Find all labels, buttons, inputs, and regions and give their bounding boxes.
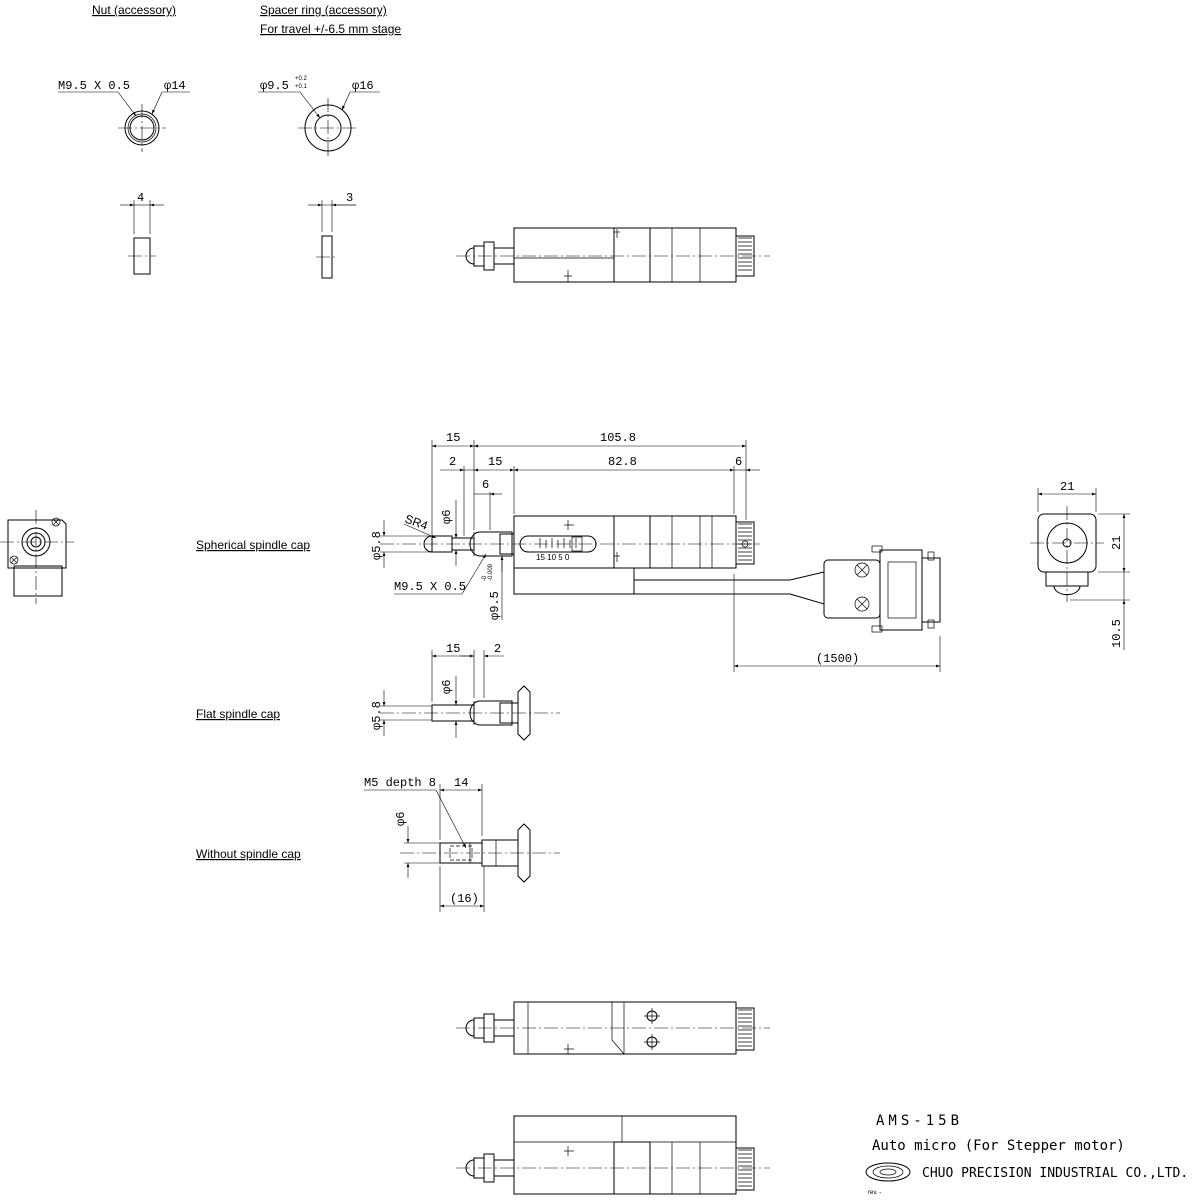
flat-dim-15: 15 bbox=[446, 642, 460, 656]
top-view bbox=[456, 227, 770, 283]
left-end-view bbox=[0, 510, 74, 604]
nut-thread-dim: M9.5 X 0.5 bbox=[58, 79, 130, 93]
wo-dim-phi6: φ6 bbox=[394, 812, 408, 826]
ring-inner-dim: φ9.5 bbox=[260, 79, 289, 93]
flat-spindle-cap-view: Flat spindle cap 15 2 φ6 φ5.8 bbox=[196, 642, 560, 741]
without-spindle-cap-view: Without spindle cap M5 depth 8 14 φ6 (16… bbox=[196, 776, 560, 912]
dim-15-top: 15 bbox=[446, 431, 460, 445]
revision: rev. - bbox=[868, 1190, 881, 1196]
spacer-label: Spacer ring (accessory) bbox=[260, 3, 387, 17]
dim-82-8: 82.8 bbox=[608, 455, 637, 469]
product-description: Auto micro (For Stepper motor) bbox=[872, 1138, 1125, 1154]
dim-6-left: 6 bbox=[482, 478, 489, 492]
flat-label: Flat spindle cap bbox=[196, 707, 280, 721]
title-block: AMS-15B Auto micro (For Stepper motor) C… bbox=[865, 1113, 1188, 1196]
main-front-view: Spherical spindle cap 15 10 5 0 bbox=[196, 431, 941, 672]
wo-dim-m5: M5 depth 8 bbox=[364, 776, 436, 790]
spacer-note: For travel +/-6.5 mm stage bbox=[260, 22, 401, 36]
spacer-ring-accessory: Spacer ring (accessory) For travel +/-6.… bbox=[258, 3, 401, 279]
dim-2: 2 bbox=[449, 455, 456, 469]
nut-label: Nut (accessory) bbox=[92, 3, 176, 17]
flat-dim-phi5-8: φ5.8 bbox=[370, 701, 384, 730]
wo-dim-14: 14 bbox=[454, 776, 468, 790]
flat-dim-phi6: φ6 bbox=[440, 680, 454, 694]
end-dim-10-5: 10.5 bbox=[1110, 619, 1124, 648]
dim-15-mid: 15 bbox=[488, 455, 502, 469]
dim-thread: M9.5 X 0.5 bbox=[394, 580, 466, 594]
ring-inner-tol-upper: +0.2 bbox=[295, 76, 308, 82]
ring-thick-dim: 3 bbox=[346, 191, 353, 205]
dim-105-8: 105.8 bbox=[600, 431, 636, 445]
bottom-view-2 bbox=[456, 1115, 770, 1195]
dim-phi9-5-tol-lower: -0.009 bbox=[488, 563, 494, 581]
nut-thick-dim: 4 bbox=[137, 191, 144, 205]
dim-phi9-5-tol-upper: -0 bbox=[482, 575, 488, 581]
bottom-view-1 bbox=[456, 1001, 770, 1055]
model-number: AMS-15B bbox=[876, 1113, 963, 1129]
end-dim-21-width: 21 bbox=[1060, 480, 1074, 494]
nut-accessory: Nut (accessory) M9.5 X 0.5 φ14 4 bbox=[58, 3, 190, 275]
company-logo-icon bbox=[865, 1162, 911, 1182]
nut-dia-dim: φ14 bbox=[164, 79, 186, 93]
ring-inner-tol-lower: +0.1 bbox=[295, 84, 308, 90]
dim-6-right: 6 bbox=[735, 455, 742, 469]
ring-outer-dim: φ16 bbox=[352, 79, 374, 93]
spherical-label: Spherical spindle cap bbox=[196, 538, 310, 552]
company-name: CHUO PRECISION INDUSTRIAL CO.,LTD. bbox=[922, 1166, 1188, 1181]
flat-dim-2: 2 bbox=[494, 642, 501, 656]
dim-sr4: SR4 bbox=[403, 512, 430, 533]
dim-cable-length: (1500) bbox=[816, 652, 859, 666]
wo-dim-16: (16) bbox=[450, 892, 479, 906]
end-dim-21-height: 21 bbox=[1110, 536, 1124, 550]
dim-phi5-8: φ5.8 bbox=[370, 531, 384, 560]
without-label: Without spindle cap bbox=[196, 847, 301, 861]
right-end-view: 21 21 10.5 bbox=[1030, 480, 1130, 650]
scale-markings: 15 10 5 0 bbox=[536, 553, 570, 562]
dim-phi6: φ6 bbox=[440, 510, 454, 524]
dim-phi9-5: φ9.5 bbox=[488, 591, 502, 620]
